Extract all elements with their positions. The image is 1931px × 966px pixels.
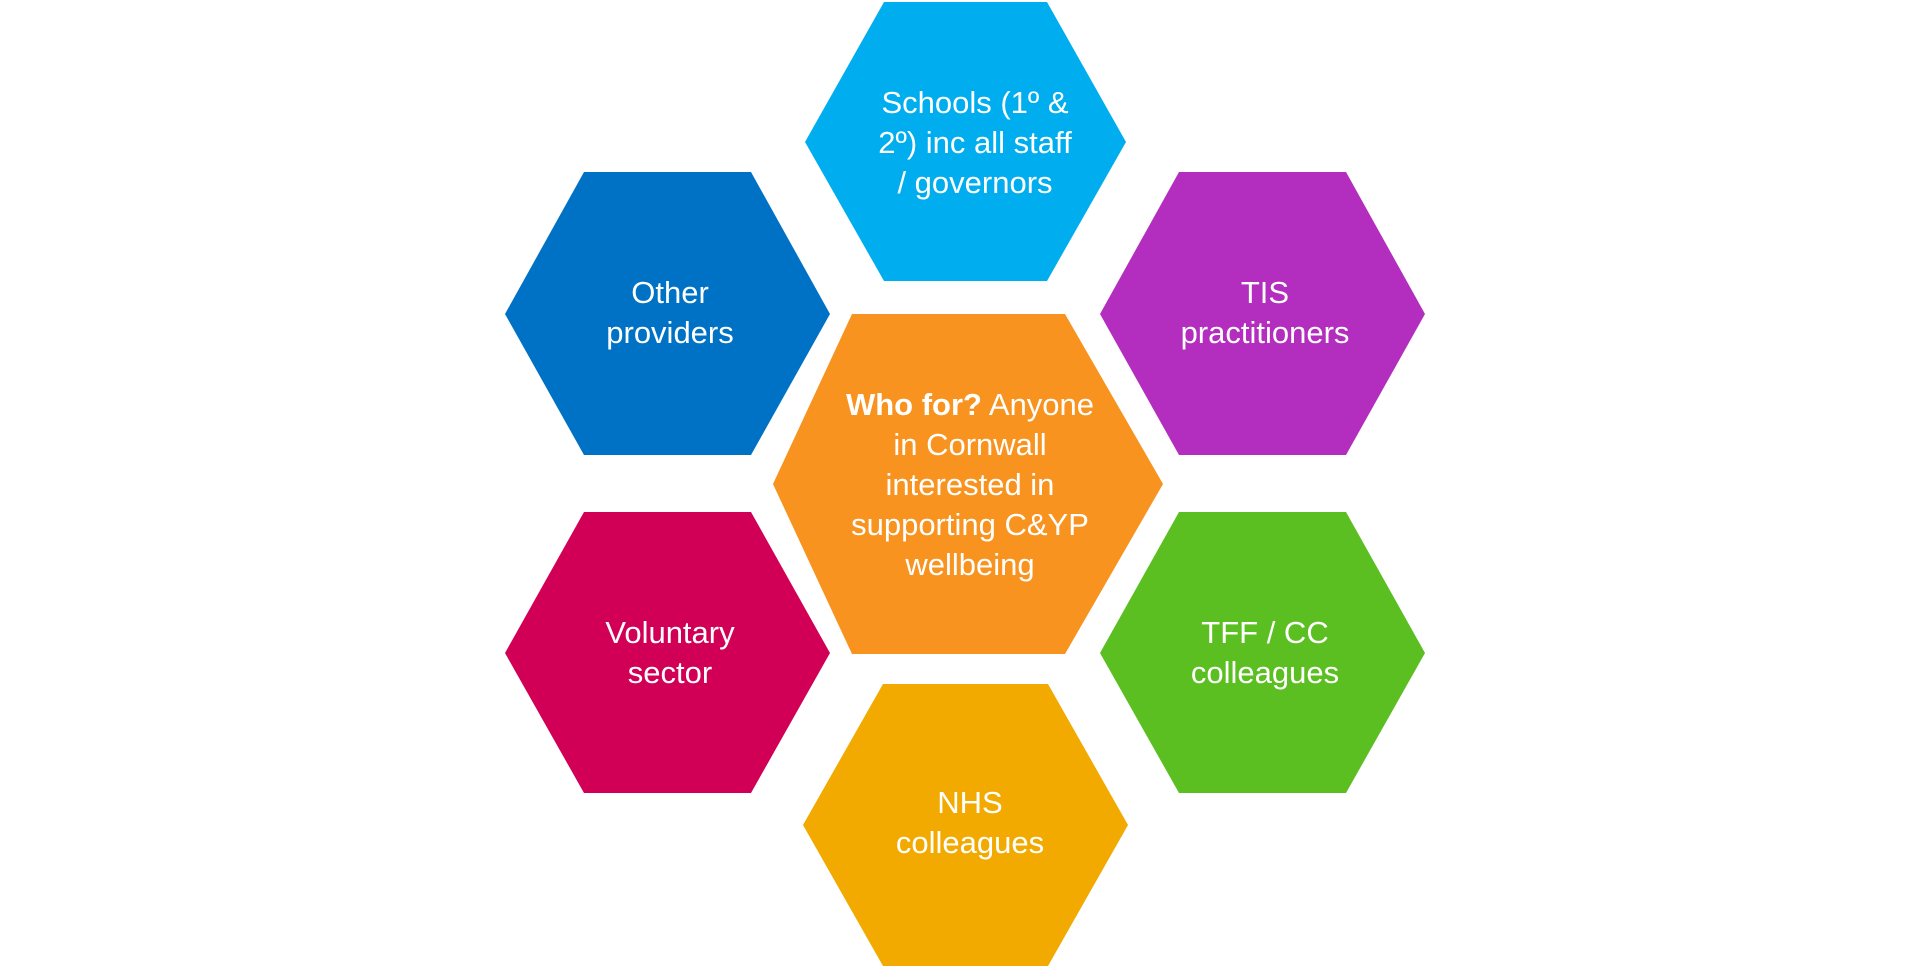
hexagon-center-label: Who for? Anyone in Cornwall interested i… [830, 380, 1110, 590]
tff-line1: TFF / CC [1201, 614, 1329, 650]
schools-line1: Schools (1º & [881, 84, 1069, 120]
schools-line3: / governors [897, 164, 1053, 200]
hexagon-schools [805, 2, 1126, 281]
other-providers-label: Other providers [540, 265, 800, 360]
hexagon-other-providers [505, 172, 830, 455]
schools-label: Schools (1º & 2º) inc all staff / govern… [840, 80, 1110, 205]
center-line5: wellbeing [905, 547, 1035, 582]
tis-practitioners-label: TIS practitioners [1135, 265, 1395, 360]
other-providers-line1: Other [631, 274, 709, 310]
other-providers-line2: providers [606, 314, 734, 350]
center-line2: in Cornwall [893, 427, 1047, 462]
nhs-line2: colleagues [895, 824, 1045, 860]
nhs-line1: NHS [937, 784, 1003, 820]
nhs-colleagues-label: NHS colleagues [840, 775, 1100, 870]
tis-line1: TIS [1240, 274, 1290, 310]
voluntary-line2: sector [627, 654, 713, 690]
hexagon-tff-cc-colleagues [1100, 512, 1425, 793]
hexagon-tis-practitioners [1100, 172, 1425, 455]
hexagon-voluntary-sector [505, 512, 830, 793]
who-for-bold: Who for? [845, 387, 982, 422]
voluntary-line1: Voluntary [605, 614, 735, 650]
center-line1-rest: Anyone [988, 387, 1095, 422]
tff-cc-label: TFF / CC colleagues [1135, 605, 1395, 700]
voluntary-sector-label: Voluntary sector [540, 605, 800, 700]
tff-line2: colleagues [1190, 654, 1340, 690]
hexagon-nhs-colleagues [803, 684, 1128, 966]
tis-line2: practitioners [1180, 314, 1350, 350]
center-line4: supporting C&YP [851, 507, 1089, 542]
center-line3: interested in [885, 467, 1055, 502]
hexagon-center [773, 314, 1163, 654]
schools-line2: 2º) inc all staff [878, 124, 1072, 160]
